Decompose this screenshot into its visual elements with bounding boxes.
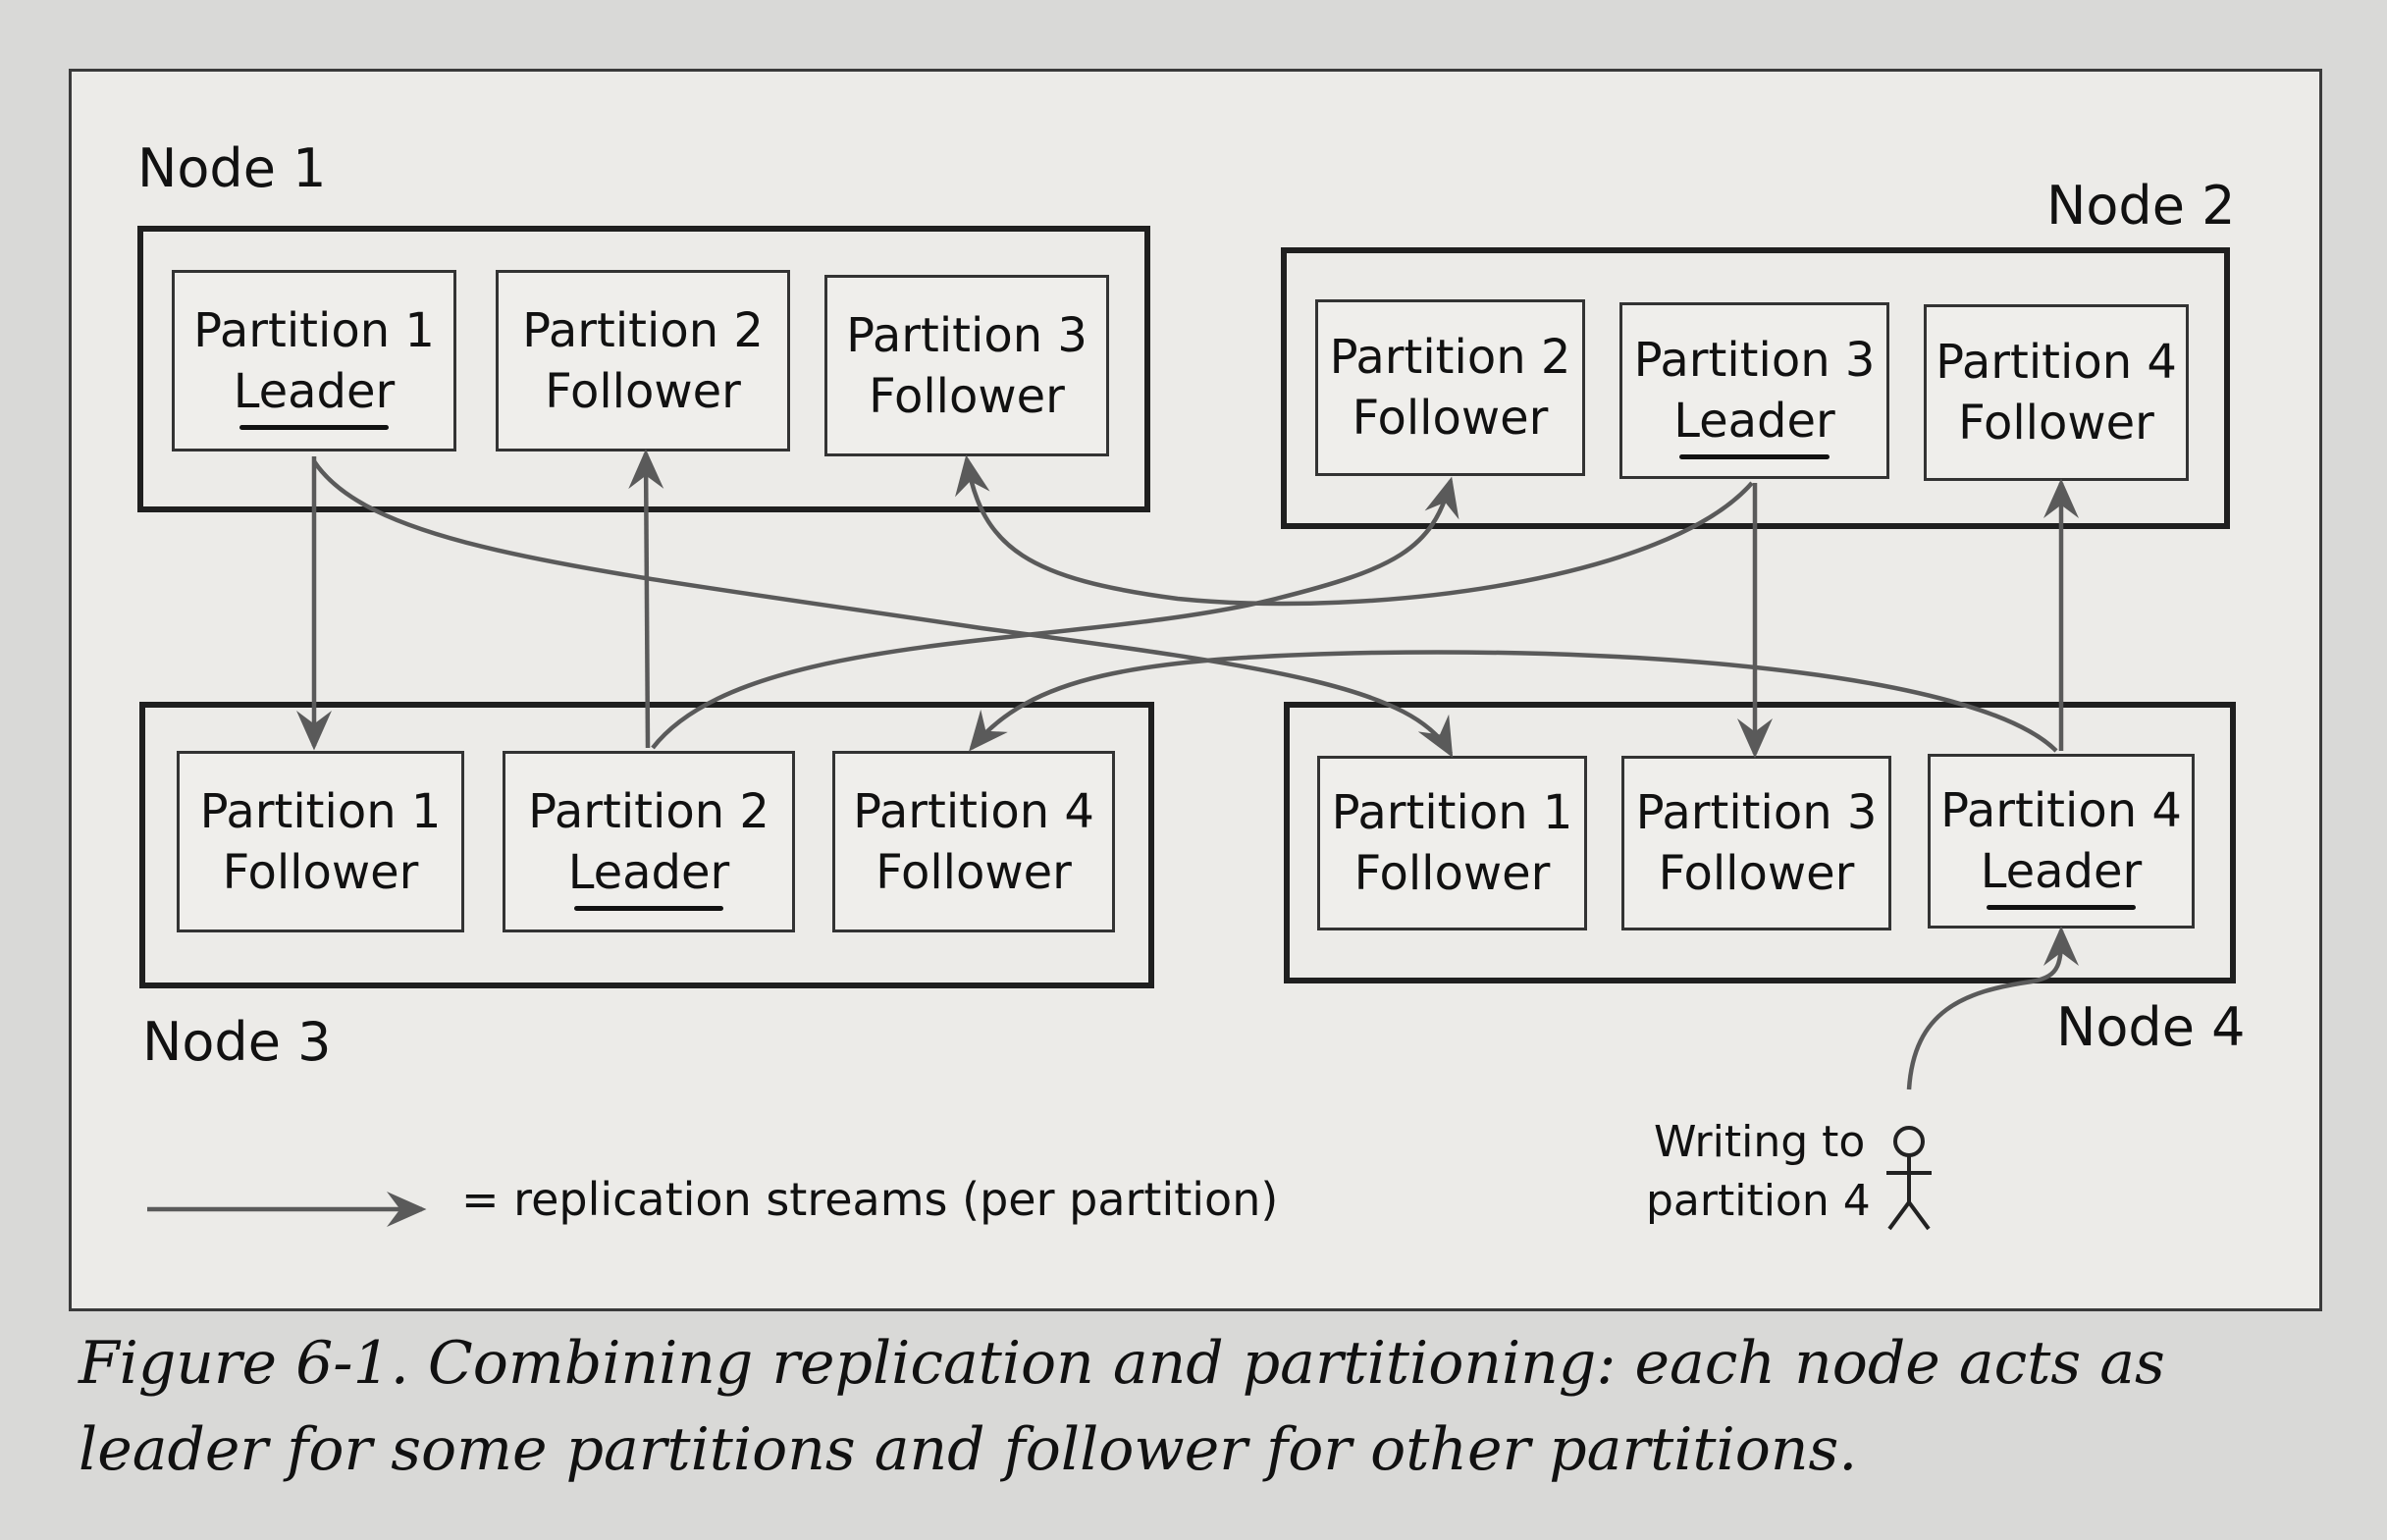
p2-replication-to-node1	[628, 449, 664, 749]
node-4-partition-1-box: Partition 1 Follower	[1317, 756, 1587, 930]
node-3-partition-1-box: Partition 1 Follower	[177, 751, 464, 932]
partition-role: Follower	[875, 844, 1072, 900]
node-4-box	[1284, 702, 2236, 983]
partition-name: Partition 4	[853, 783, 1094, 839]
p2-replication-to-node2	[651, 476, 1459, 750]
partition-name: Partition 4	[1940, 783, 2182, 838]
user-icon	[1886, 1126, 1932, 1231]
node-4-partition-4-box: Partition 4 Leader	[1928, 754, 2195, 929]
partition-name: Partition 1	[193, 302, 435, 358]
p3-replication-to-node1	[955, 454, 1754, 607]
partition-role: Leader	[234, 361, 395, 430]
partition-name: Partition 3	[1633, 333, 1876, 388]
partition-name: Partition 3	[1635, 785, 1878, 840]
partition-role: Leader	[1673, 391, 1835, 459]
node-4-label: Node 4	[2056, 996, 2246, 1058]
p4-replication-to-node3	[969, 650, 2058, 753]
partition-name: Partition 3	[846, 307, 1087, 363]
partition-role: Follower	[222, 844, 419, 900]
partition-name: Partition 2	[528, 783, 769, 839]
node-3-partition-2-box: Partition 2 Leader	[503, 751, 795, 932]
node-3-partition-4-box: Partition 4 Follower	[832, 751, 1115, 932]
node-2-partition-4-box: Partition 4 Follower	[1924, 304, 2189, 481]
node-1-label: Node 1	[137, 137, 327, 199]
node-2-partition-2-box: Partition 2 Follower	[1315, 299, 1585, 476]
write-to-partition-4	[1906, 926, 2079, 1090]
node-4-partition-3-box: Partition 3 Follower	[1621, 756, 1891, 930]
node-1-partition-1-box: Partition 1 Leader	[172, 270, 456, 451]
node-1-partition-3-box: Partition 3 Follower	[824, 275, 1109, 456]
partition-role: Leader	[1981, 841, 2142, 910]
partition-role: Follower	[1658, 846, 1855, 901]
figure-caption: Figure 6-1. Combining replication and pa…	[79, 1329, 2165, 1484]
partition-role: Follower	[1958, 396, 2154, 451]
partition-role: Follower	[1352, 391, 1549, 446]
partition-role: Leader	[568, 842, 729, 911]
partition-name: Partition 2	[1329, 330, 1571, 385]
partition-name: Partition 1	[1331, 785, 1573, 840]
partition-role: Follower	[1353, 846, 1551, 901]
partition-role: Follower	[869, 368, 1065, 424]
node-3-label: Node 3	[142, 1011, 332, 1073]
node-2-label: Node 2	[2046, 175, 2236, 237]
partition-name: Partition 4	[1936, 335, 2177, 390]
node-1-partition-2-box: Partition 2 Follower	[496, 270, 790, 451]
writer-label-line1: Writing to	[1654, 1117, 1866, 1167]
legend-label: = replication streams (per partition)	[461, 1173, 1279, 1226]
node-1-box	[137, 226, 1150, 512]
partition-role: Follower	[545, 363, 741, 419]
partition-name: Partition 2	[522, 302, 764, 358]
p1-replication-to-node4	[312, 459, 1454, 758]
partition-name: Partition 1	[199, 783, 442, 839]
writer-label-line2: partition 4	[1646, 1176, 1871, 1226]
node-2-partition-3-box: Partition 3 Leader	[1619, 302, 1889, 479]
